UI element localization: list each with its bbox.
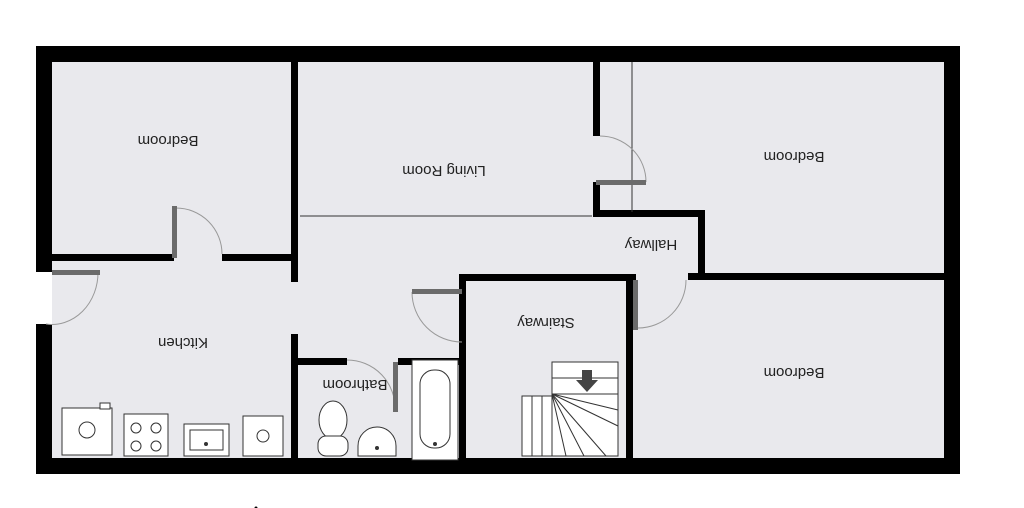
room-label-bedroom-top-left: Bedroom bbox=[138, 132, 199, 149]
room-label-bedroom-bottom-right: Bedroom bbox=[764, 364, 825, 381]
washing-machine-icon bbox=[61, 402, 113, 456]
outer-walls bbox=[36, 46, 960, 474]
floor-area bbox=[44, 54, 952, 466]
fridge-icon bbox=[242, 415, 284, 457]
bathtub-icon bbox=[411, 359, 459, 461]
toilet-icon bbox=[317, 400, 349, 457]
room-label-hallway: Hallway bbox=[624, 236, 677, 253]
hob-icon bbox=[123, 413, 169, 457]
basin-icon bbox=[357, 426, 397, 457]
sink-icon bbox=[183, 423, 230, 457]
entry-opening bbox=[36, 272, 52, 324]
room-label-bathroom: Bathroom bbox=[322, 376, 387, 393]
room-label-stairway: Stairway bbox=[517, 314, 575, 331]
room-label-living-room: Living Room bbox=[402, 162, 485, 179]
arrow-down-icon bbox=[576, 370, 598, 392]
entry-door-swing bbox=[45, 271, 99, 325]
entry-door bbox=[52, 270, 100, 275]
stairs-icon bbox=[521, 361, 619, 457]
door-leaves bbox=[172, 180, 646, 412]
room-label-bedroom-top-right: Bedroom bbox=[764, 148, 825, 165]
room-label-kitchen: Kitchen bbox=[158, 334, 208, 351]
